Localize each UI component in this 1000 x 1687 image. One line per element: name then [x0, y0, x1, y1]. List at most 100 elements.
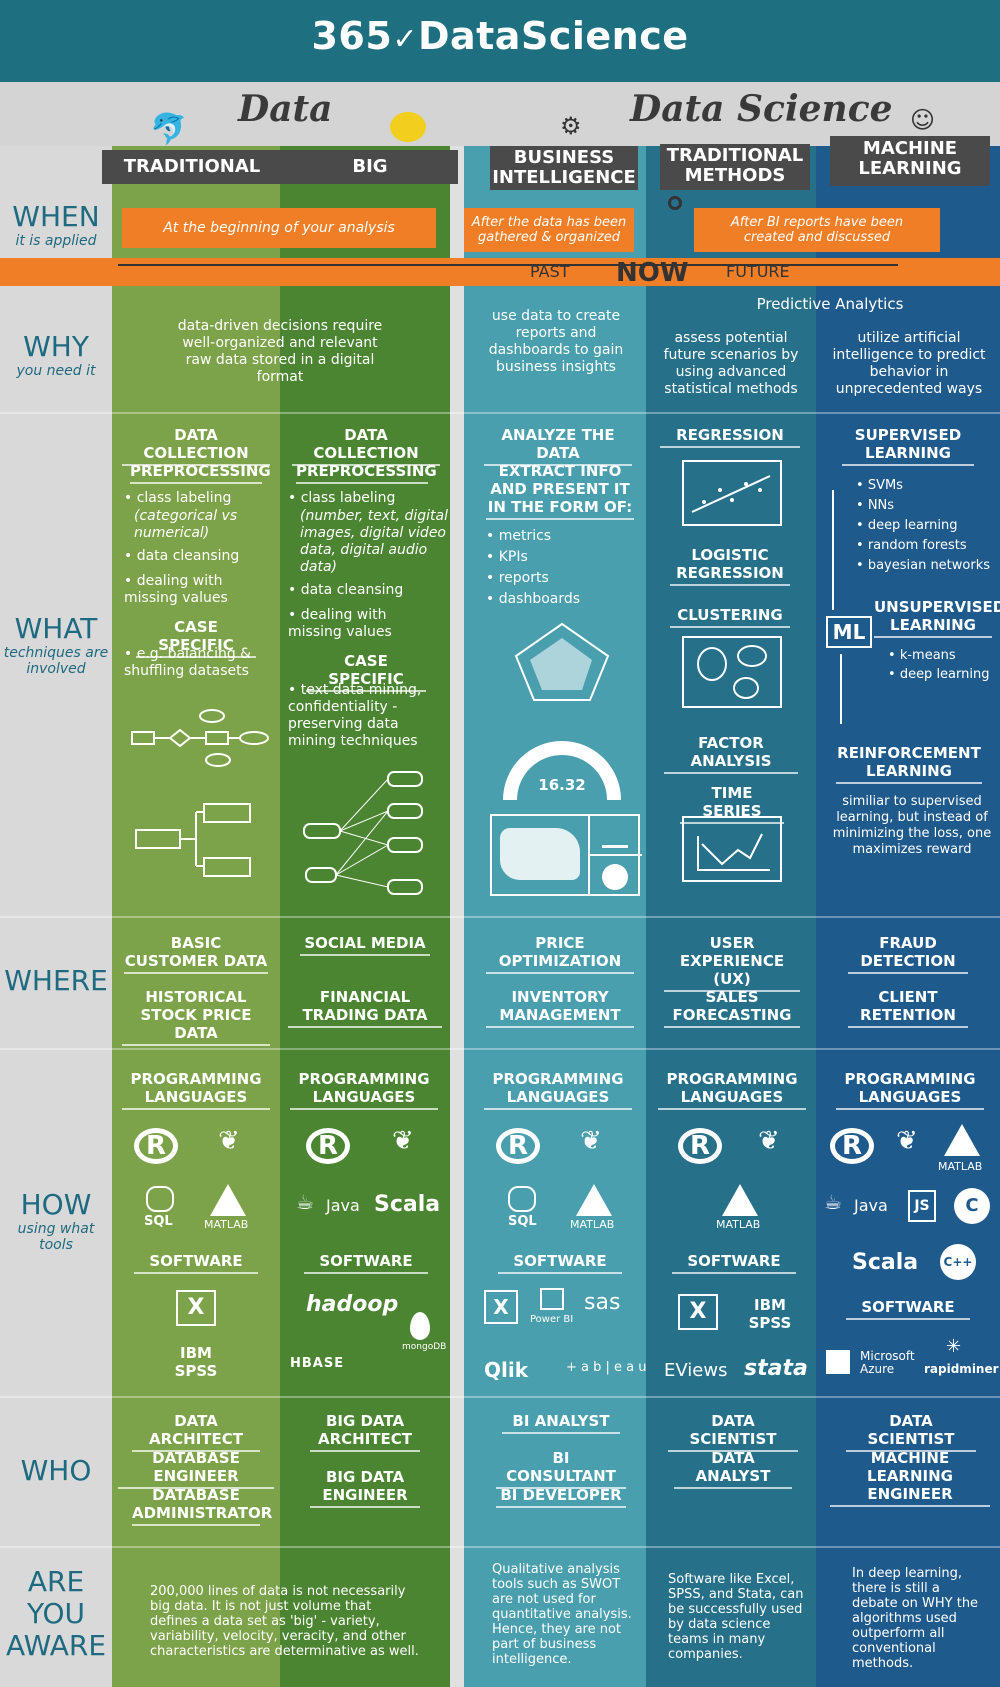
timeline-arrowhead-icon: ❯❯❯ — [920, 258, 981, 286]
ml-box: ML — [826, 616, 872, 648]
what-bi-extract: EXTRACT INFO AND PRESENT IT IN THE FORM … — [486, 462, 634, 520]
where-title: WHERE — [4, 964, 108, 997]
category-data-science: Data Science — [630, 88, 893, 130]
header-traditional: TRADITIONAL — [102, 150, 282, 184]
list-item: SVMs — [856, 476, 996, 496]
header-big: BIG — [282, 150, 458, 184]
list-item: k-means — [888, 646, 992, 665]
why-tm-text: assess potential future scenarios by usi… — [663, 330, 799, 397]
list-item: deep learning — [888, 665, 992, 684]
where-trad-1: BASIC CUSTOMER DATA — [124, 934, 268, 974]
row-divider — [0, 1396, 1000, 1398]
where-bi-1: PRICE OPTIMIZATION — [486, 934, 634, 974]
gauge-value: 16.32 — [538, 776, 586, 794]
what-ml-reinforcement-text: similiar to supervised learning, but ins… — [832, 794, 992, 857]
sas-logo: sas — [584, 1290, 621, 1315]
who-tm-2: DATA ANALYST — [674, 1449, 792, 1489]
java-cup-icon: ☕ — [296, 1190, 314, 1214]
matlab-logo-icon: MATLAB — [204, 1218, 249, 1231]
hadoop-logo: hadoop — [306, 1292, 399, 1317]
brand-number: 365 — [311, 14, 393, 58]
cpp-logo-icon: C++ — [940, 1244, 976, 1280]
python-logo-icon: ❦ — [758, 1126, 780, 1156]
matlab-shape-icon — [944, 1124, 980, 1156]
matlab-logo-icon: MATLAB — [716, 1218, 761, 1231]
what-ml-supervised: SUPERVISED LEARNING — [842, 426, 974, 466]
list-item: random forests — [856, 536, 996, 556]
why-ml-text: utilize artificial intelligence to predi… — [832, 330, 986, 397]
gauge-icon — [503, 741, 621, 801]
list-item: data cleansing — [124, 548, 274, 565]
predictive-analytics-label: Predictive Analytics — [756, 295, 904, 313]
who-trad-3: DATABASE ADMINISTRATOR — [132, 1486, 272, 1526]
where-ml-1: FRAUD DETECTION — [848, 934, 968, 974]
row-where: WHERE — [0, 964, 112, 997]
what-big-data-collection: DATA COLLECTION — [292, 426, 440, 466]
ml-arrow-down-icon — [840, 654, 842, 724]
list-item: bayesian networks — [856, 556, 996, 576]
clustering-plot-icon — [682, 636, 782, 708]
timeline-arrow — [0, 258, 1000, 286]
row-divider — [0, 916, 1000, 918]
timeline-line — [118, 264, 898, 266]
when-title: WHEN — [12, 200, 100, 233]
qlik-logo: Qlik — [484, 1358, 529, 1382]
why-title: WHY — [23, 330, 89, 363]
dolphin-icon: 🐬 — [150, 112, 188, 147]
er-diagram-icon — [131, 709, 269, 767]
category-band — [0, 82, 1000, 146]
why-data-text: data-driven decisions require well-organ… — [177, 318, 383, 385]
header-machine-learning: MACHINE LEARNING — [830, 136, 990, 186]
where-big-2: FINANCIAL TRADING DATA — [288, 988, 442, 1028]
r-logo-icon: R — [496, 1128, 540, 1164]
row-are-you-aware: ARE YOU AWARE — [0, 1566, 112, 1662]
mongodb-logo: mongoDB — [402, 1342, 447, 1352]
list-item: NNs — [856, 496, 996, 516]
where-bi-2: INVENTORY MANAGEMENT — [486, 988, 634, 1028]
powerbi-logo: Power BI — [530, 1314, 574, 1325]
when-bi-box: After the data has been gathered & organ… — [464, 208, 634, 252]
how-trad-prog: PROGRAMMING LANGUAGES — [122, 1070, 270, 1110]
what-trad-item1-sub: (categorical vs numerical) — [134, 508, 238, 541]
who-bi-3: BI DEVELOPER — [496, 1486, 626, 1508]
spss-logo: IBM SPSS — [748, 1296, 792, 1332]
list-item: class labeling — [288, 490, 444, 507]
list-item: KPIs — [486, 547, 634, 568]
list-item: dashboards — [486, 589, 634, 610]
header-traditional-methods: TRADITIONAL METHODS — [660, 144, 810, 190]
excel-logo-icon: X — [176, 1290, 216, 1326]
r-logo-icon: R — [134, 1128, 178, 1164]
how-title: HOW — [20, 1188, 92, 1221]
what-title: WHAT — [14, 612, 98, 645]
column-traditional-methods — [646, 146, 816, 1687]
list-item: dealing with missing values — [124, 573, 274, 607]
rapidminer-logo: rapidminer — [924, 1362, 999, 1376]
what-big-list: class labeling — [288, 490, 444, 507]
where-tm-2: SALES FORECASTING — [664, 988, 800, 1028]
list-item: text data mining, confidentiality - pres… — [288, 682, 446, 750]
stata-logo: stata — [744, 1356, 808, 1381]
how-big-prog: PROGRAMMING LANGUAGES — [290, 1070, 438, 1110]
brand-logo: 365✓DataScience — [0, 14, 1000, 58]
database-icon — [508, 1186, 536, 1212]
list-item: e.g. balancing & shuffling datasets — [124, 646, 274, 680]
header-business-intelligence: BUSINESS INTELLIGENCE — [490, 146, 638, 190]
azure-logo: Microsoft Azure — [860, 1349, 915, 1376]
column-machine-learning — [816, 146, 1000, 1687]
matlab-shape-icon — [210, 1184, 246, 1216]
who-big-1: BIG DATA ARCHITECT — [310, 1412, 420, 1452]
what-ml-unsupervised: UNSUPERVISED LEARNING — [874, 598, 1000, 638]
brand-check-icon: ✓ — [392, 22, 418, 57]
what-bi-list: metrics KPIs reports dashboards — [486, 526, 634, 610]
who-trad-2: DATABASE ENGINEER — [118, 1449, 274, 1489]
brain-growth-icon: ⚙ — [560, 112, 582, 140]
how-trad-software: SOFTWARE — [134, 1252, 258, 1274]
how-tm-software: SOFTWARE — [672, 1252, 796, 1274]
list-item: reports — [486, 568, 634, 589]
when-ds-box: After BI reports have been created and d… — [694, 208, 940, 252]
regression-plot-icon — [682, 460, 782, 526]
column-big-data — [280, 146, 450, 1687]
where-trad-2: HISTORICAL STOCK PRICE DATA — [122, 988, 270, 1046]
list-item: deep learning — [856, 516, 996, 536]
what-trad-preprocessing: PREPROCESSING — [130, 462, 271, 484]
